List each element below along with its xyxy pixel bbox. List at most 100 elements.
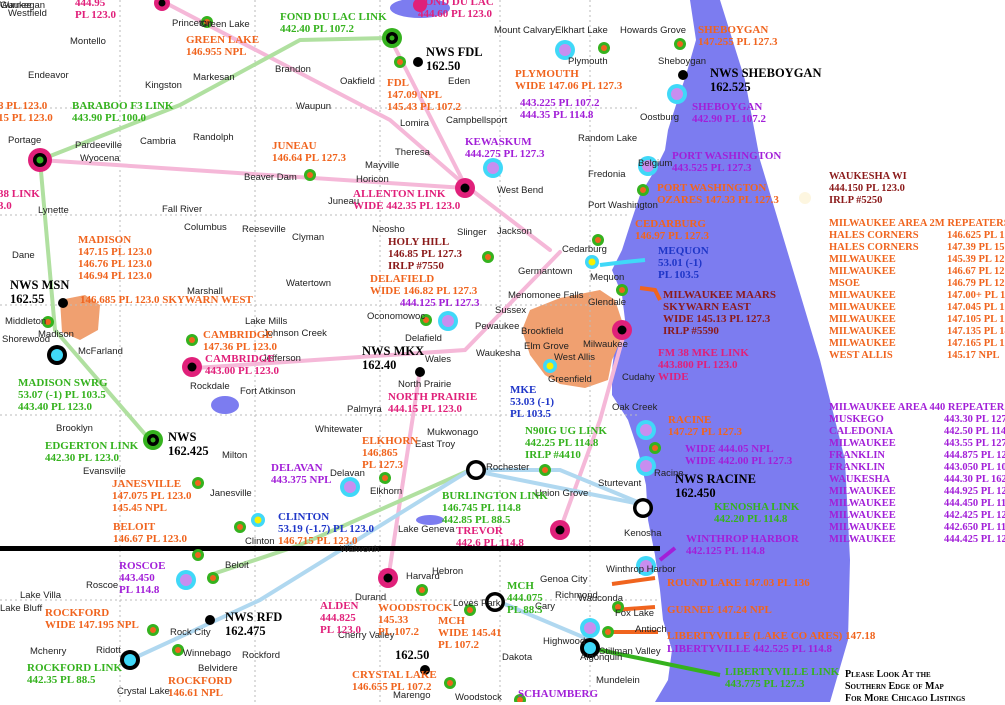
liberty-link-bar	[589, 646, 721, 677]
nws-rfd-dot[interactable]	[205, 615, 215, 625]
town-label: Beloit	[225, 560, 249, 571]
lake-koshkonong	[211, 396, 239, 414]
town-label: Plymouth	[568, 56, 608, 67]
town-label: Fall River	[162, 204, 203, 215]
list-item: MILWAUKEE 147.135 PL 141.3	[829, 326, 1005, 338]
nws-msn-dot[interactable]	[58, 298, 68, 308]
town-label: Stillman Valley	[599, 646, 661, 657]
mequon-bar	[599, 258, 646, 267]
town-label: Mequon	[590, 272, 625, 283]
list-item-value: 147.135 PL 141.3	[947, 326, 1005, 337]
list-item-value: 145.17 NPL	[947, 350, 1000, 361]
nws-fdl-dot[interactable]	[413, 57, 423, 67]
repeater-label: 146.715 PL 123.0	[278, 535, 358, 547]
repeater-markers[interactable]	[28, 0, 811, 702]
list-item-value: 443.30 PL 127.3	[944, 414, 1005, 425]
list-item-value: 442.650 PL 114.8	[944, 522, 1005, 533]
list-item-name: MUSKEGO	[829, 414, 884, 425]
town-label: Princeton	[172, 18, 213, 29]
town-label: Brooklyn	[56, 423, 93, 434]
town-label: Winnebago	[183, 648, 232, 659]
state-line	[0, 546, 660, 551]
town-label: Milwaukee	[583, 339, 628, 350]
town-label: Clinton	[245, 536, 275, 547]
list-item-name: MILWAUKEE	[829, 266, 896, 277]
town-label: Delafield	[405, 333, 442, 344]
town-label: Markesan	[193, 72, 235, 83]
town-label: Fox Lake	[615, 608, 655, 619]
list-title: MILWAUKEE AREA 440 REPEATERS	[829, 402, 1005, 413]
town-label: Waupun	[296, 101, 332, 112]
list-item-name: MILWAUKEE	[829, 326, 896, 337]
repeater-label: 444.125 PL 127.3	[400, 297, 480, 309]
town-label: Jackson	[497, 226, 532, 237]
town-label: Beaver Dam	[244, 172, 297, 183]
town-label: Clyman	[292, 232, 325, 243]
town-label: Cambria	[140, 136, 176, 147]
list-item-value: 146.625 PL 127.3	[947, 230, 1005, 241]
list-item-name: CALEDONIA	[829, 426, 894, 437]
town-label: Green Lake	[200, 19, 250, 30]
list-item-value: 444.875 PL 127.3	[944, 450, 1005, 461]
maars-bar	[639, 286, 662, 301]
county-lines	[0, 0, 660, 702]
town-label: Wyocena	[80, 153, 120, 164]
town-label: Delavan	[330, 468, 365, 479]
town-label: Durand	[355, 592, 387, 603]
nws-sheboygan-dot[interactable]	[678, 70, 688, 80]
list-item-name: MILWAUKEE	[829, 254, 896, 265]
marker-waukesha-dot[interactable]	[799, 192, 811, 204]
town-label: Horicon	[356, 174, 389, 185]
roundlake-bar	[611, 576, 656, 586]
list-item-name: MILWAUKEE	[829, 510, 896, 521]
nws-lone-dot[interactable]	[420, 665, 430, 675]
marker-fdl-top[interactable]	[413, 0, 427, 12]
milwaukee-440-list: MILWAUKEE AREA 440 REPEATERS MUSKEGO 443.…	[829, 402, 1005, 546]
list-item-name: WEST ALLIS	[829, 350, 893, 361]
list-title: MILWAUKEE AREA 2M REPEATERS	[829, 218, 1005, 229]
town-label: Evansville	[83, 466, 126, 477]
list-item-name: MSOE	[829, 278, 860, 289]
list-item-value: 146.79 PL 127.3	[947, 278, 1005, 289]
repeater-label: ROUND LAKE 147.03 PL 136	[667, 577, 810, 589]
town-label: Rochester	[486, 462, 530, 473]
town-label: Oak Creek	[612, 402, 658, 413]
town-label: Elkhart Lake	[555, 25, 608, 36]
town-label: Mchenry	[30, 646, 67, 657]
town-label: Lomira	[400, 118, 430, 129]
town-label: Oostburg	[640, 112, 680, 123]
nws-mkx-dot[interactable]	[415, 367, 425, 377]
list-item-value: 145.39 PL 127.3	[947, 254, 1005, 265]
town-label: Kingston	[145, 80, 182, 91]
town-label: Marshall	[187, 286, 223, 297]
town-label: Mayville	[365, 160, 400, 171]
town-label: Palmyra	[347, 404, 382, 415]
